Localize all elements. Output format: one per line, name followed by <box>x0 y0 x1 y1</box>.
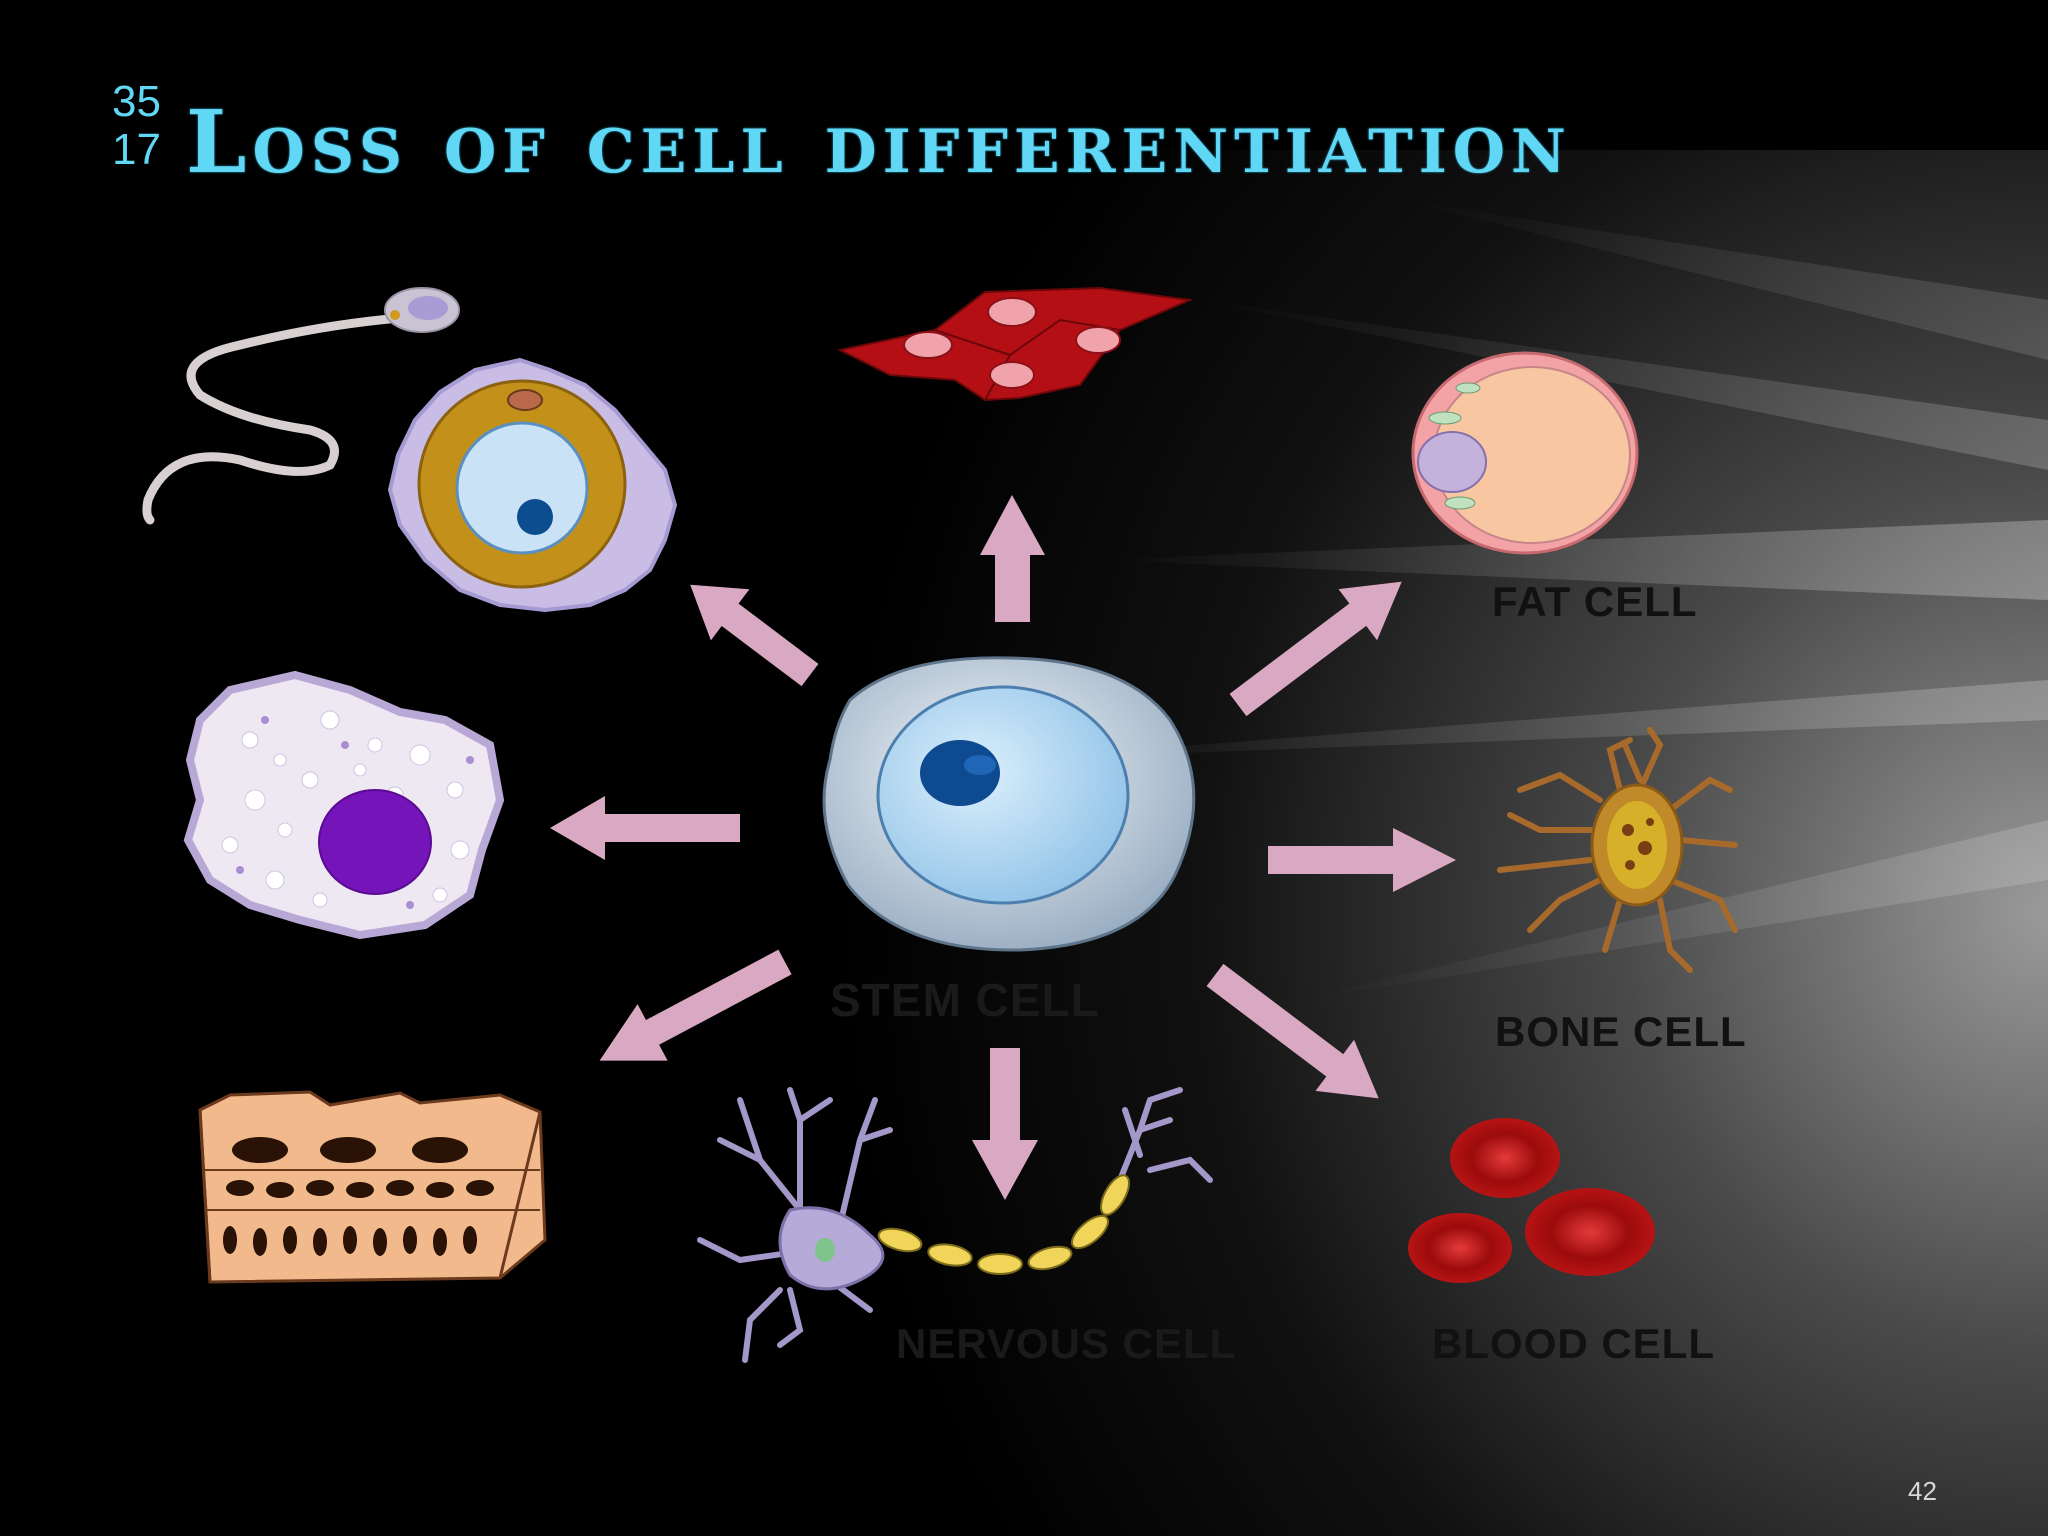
label-bone-cell: BONE CELL <box>1495 1008 1747 1055</box>
label-fat-cell: FAT CELL <box>1492 578 1698 625</box>
arrow-lower-left <box>599 949 792 1061</box>
nerve-cell <box>697 1087 1213 1363</box>
page-number: 42 <box>1908 1476 1937 1506</box>
sperm-cell <box>142 287 460 525</box>
title-subscript: 17 <box>112 125 161 174</box>
stem-cell <box>822 656 1196 952</box>
arrow-right <box>1268 828 1456 892</box>
arrow-down <box>972 1048 1038 1200</box>
fat-cell <box>1411 351 1639 555</box>
egg-cell <box>387 357 678 613</box>
muscle-cells <box>836 286 1194 402</box>
title-superscript: 35 <box>112 77 161 126</box>
label-nervous-cell: NERVOUS CELL <box>896 1320 1237 1367</box>
label-stem-cell: STEM CELL <box>830 974 1100 1026</box>
arrow-upper-left <box>690 584 819 687</box>
label-blood-cell: BLOOD CELL <box>1432 1320 1715 1367</box>
arrow-up <box>980 495 1045 622</box>
arrow-lower-right <box>1206 963 1379 1099</box>
bone-cell <box>1497 727 1738 973</box>
slide-title: Loss of cell differentiation <box>186 92 1572 193</box>
arrow-left <box>550 796 740 860</box>
white-blood-cell <box>183 670 505 940</box>
arrow-upper-right <box>1229 581 1402 717</box>
epithelial-tissue <box>198 1090 547 1284</box>
red-blood-cells <box>1408 1118 1655 1283</box>
